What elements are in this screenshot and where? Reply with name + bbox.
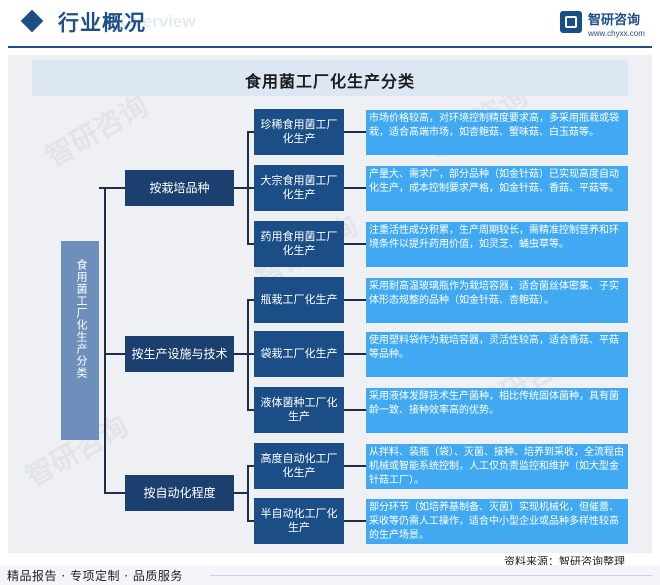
diagram-title: 食用菌工厂化生产分类	[244, 72, 415, 91]
leaf-node: 大宗食用菌工厂化生产	[254, 165, 344, 211]
brand-logo: 智研咨询 www.chyxx.com	[560, 8, 652, 44]
description-box: 从拌料、装瓶（袋）、灭菌、接种、培养到采收，全流程由机械或智能系统控制，人工仅负…	[366, 444, 628, 489]
connector-line	[247, 465, 254, 467]
connector-line	[344, 465, 366, 467]
description-box: 使用塑料袋作为栽培容器，灵活性较高，适合香菇、平菇等品种。	[366, 332, 628, 377]
source-note: 资料来源：智研咨询整理	[504, 555, 625, 568]
description-box: 产量大、需求广，部分品种（如金针菇）已实现高度自动化生产，成本控制要求严格，如金…	[366, 166, 628, 211]
connector-line	[344, 131, 366, 133]
leaf-node: 药用食用菌工厂化生产	[254, 221, 344, 267]
category-node: 按自动化程度	[125, 475, 234, 511]
connector-line	[234, 187, 248, 189]
connector-line	[104, 353, 125, 355]
connector-line	[247, 131, 254, 133]
header-divider	[8, 46, 652, 48]
root-node: 食用菌工厂化生产分类	[61, 241, 99, 440]
connector-line	[344, 409, 366, 411]
connector-line	[247, 187, 254, 189]
description-box: 市场价格较高，对环境控制精度要求高，多采用瓶栽或袋栽，适合高端市场，如杏鲍菇、蟹…	[366, 110, 628, 155]
connector-line	[104, 187, 125, 189]
logo-icon	[560, 11, 582, 33]
category-node: 按栽培品种	[125, 170, 234, 206]
leaf-node: 袋栽工厂化生产	[254, 331, 344, 377]
description-box: 采用耐高温玻璃瓶作为栽培容器，适合菌丝体密集、子实体形态规整的品种（如金针菇、杏…	[366, 278, 628, 323]
connector-line	[344, 353, 366, 355]
connector-line	[344, 299, 366, 301]
connector-line	[234, 353, 248, 355]
connector-line	[104, 492, 125, 494]
connector-line	[344, 243, 366, 245]
footer-divider	[210, 575, 652, 576]
connector-line	[247, 520, 254, 522]
description-box: 采用液体发酵技术生产菌种，相比传统固体菌种，具有菌龄一致、接种效率高的优势。	[366, 388, 628, 433]
connector-line	[344, 187, 366, 189]
root-label: 食用菌工厂化生产分类	[75, 259, 88, 379]
connector-line	[247, 353, 254, 355]
connector-line	[247, 299, 254, 301]
page-title: 行业概况	[58, 11, 146, 35]
diamond-icon	[20, 9, 44, 33]
leaf-node: 液体菌种工厂化生产	[254, 387, 344, 433]
description-box: 部分环节（如培养基制备、灭菌）实现机械化，但催蕾、采收等仍需人工操作，适合中小型…	[366, 499, 628, 544]
logo-name: 智研咨询	[588, 13, 641, 28]
connector-line	[99, 187, 105, 189]
diagram-title-bar: 食用菌工厂化生产分类	[32, 60, 628, 96]
connector-line	[104, 187, 106, 494]
leaf-node: 半自动化工厂化生产	[254, 498, 344, 544]
connector-line	[344, 520, 366, 522]
leaf-node: 高度自动化工厂化生产	[254, 443, 344, 489]
logo-url: www.chyxx.com	[588, 29, 645, 38]
connector-line	[247, 243, 254, 245]
category-node: 按生产设施与技术	[125, 336, 234, 372]
description-box: 注重活性成分积累，生产周期较长，需精准控制营养和环境条件以提升药用价值，如灵芝、…	[366, 222, 628, 267]
footer-services: 精品报告 · 专项定制 · 品质服务	[7, 569, 183, 583]
connector-line	[234, 492, 248, 494]
connector-line	[247, 409, 254, 411]
connector-line	[247, 465, 249, 521]
leaf-node: 瓶栽工厂化生产	[254, 277, 344, 323]
leaf-node: 珍稀食用菌工厂化生产	[254, 109, 344, 155]
